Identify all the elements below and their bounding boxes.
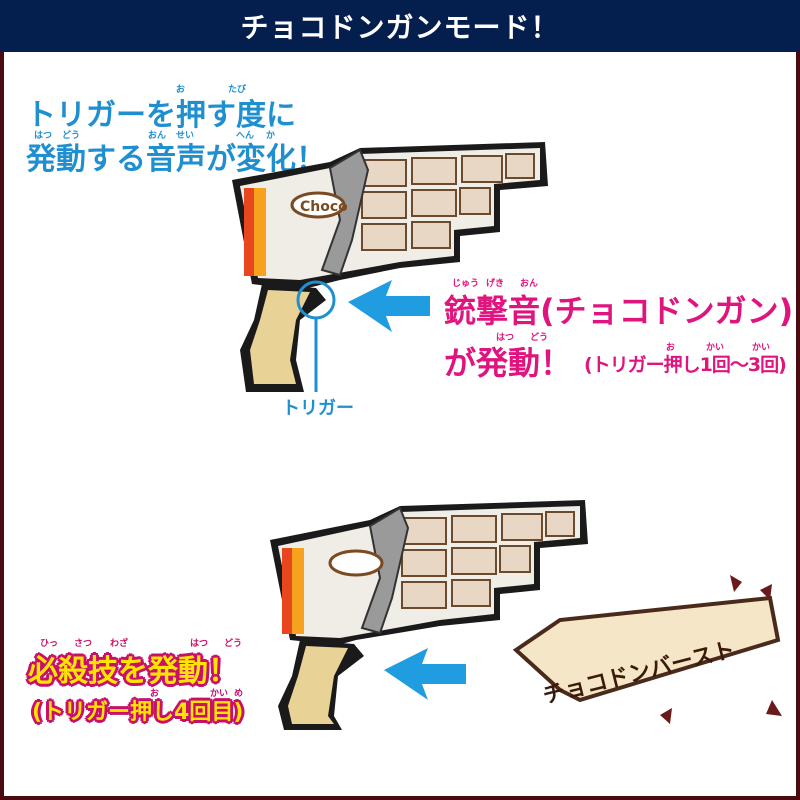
ruby: か: [266, 131, 276, 141]
ruby: かい: [706, 343, 725, 353]
ruby: たび: [228, 85, 247, 95]
ruby: へん: [236, 131, 255, 141]
ruby: じゅう: [452, 279, 480, 289]
ruby: どう: [530, 333, 549, 343]
ruby: どう: [224, 639, 243, 649]
ruby: わざ: [110, 639, 129, 649]
gunshot-heading: 銃撃音(チョコドンガン): [444, 292, 794, 330]
ruby: お: [176, 85, 186, 95]
ruby: かい: [210, 689, 229, 699]
ruby: げき: [486, 279, 505, 289]
ruby: せい: [176, 131, 195, 141]
ruby: ひっ: [40, 639, 59, 649]
ruby: おん: [148, 131, 167, 141]
ruby: おん: [520, 279, 539, 289]
feature-heading: トリガーを押す度に: [26, 98, 296, 133]
feature-subheading: 発動する音声が変化！: [26, 142, 326, 177]
ruby: かい: [752, 343, 771, 353]
special-move-heading: 必殺技を発動！: [28, 654, 238, 689]
ruby: め: [234, 689, 244, 699]
special-move-note: (トリガー押し4回目): [32, 700, 244, 725]
ruby: はつ: [190, 639, 209, 649]
gun-logo: Choco: [300, 199, 348, 215]
ruby: はつ: [34, 131, 53, 141]
page-title: チョコドンガンモード！: [0, 0, 800, 52]
ruby: さつ: [74, 639, 93, 649]
ruby: お: [666, 343, 676, 353]
gunshot-activate: が発動！: [444, 344, 573, 382]
burst-banner: [512, 575, 782, 724]
gunshot-note: (トリガー押し1回〜3回): [584, 354, 787, 376]
gun-top: Choco: [232, 142, 548, 394]
gun-bottom: [270, 500, 588, 730]
ruby: お: [150, 689, 160, 699]
title-text: チョコドンガンモード！: [240, 11, 560, 44]
trigger-label: トリガー: [272, 392, 364, 422]
ruby: はつ: [496, 333, 515, 343]
ruby: どう: [62, 131, 81, 141]
